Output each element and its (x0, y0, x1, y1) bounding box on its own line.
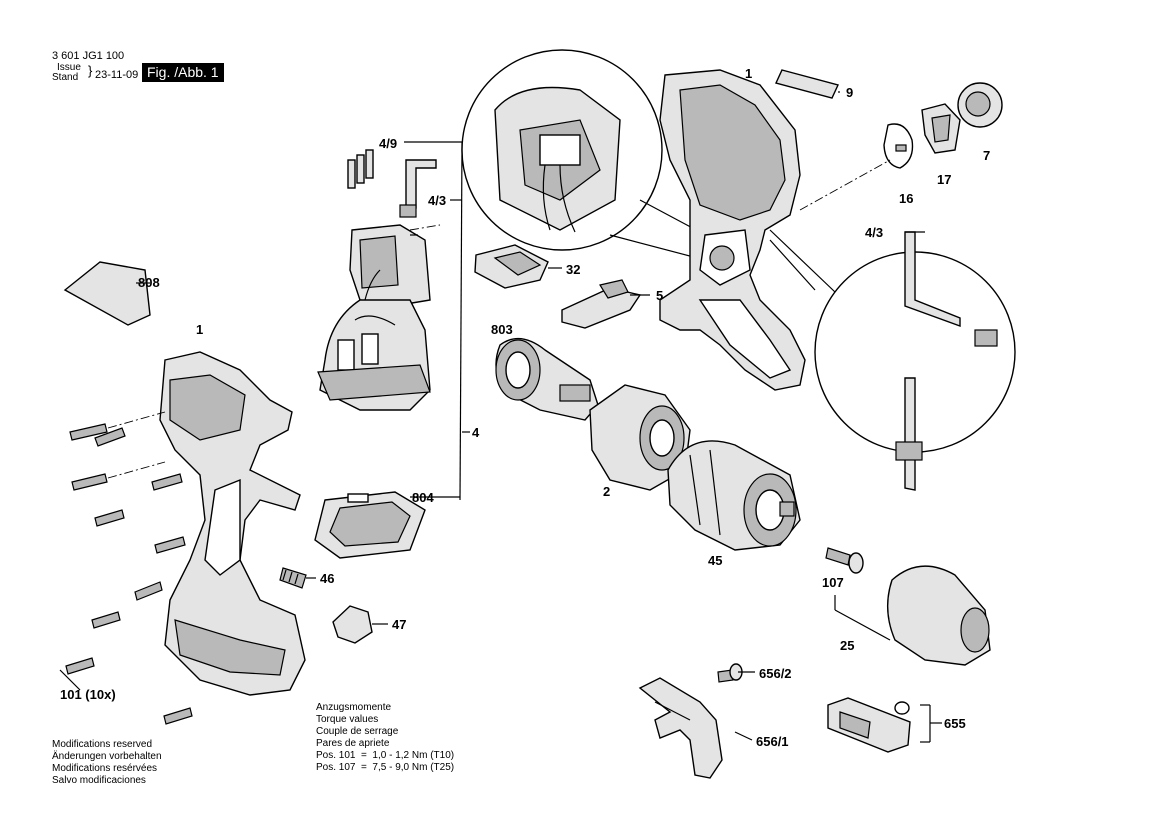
callout-46: 46 (320, 571, 335, 586)
modifications-es: Salvo modificaciones (52, 775, 146, 786)
torque-pos-107: Pos. 107 = 7,5 - 9,0 Nm (T25) (316, 762, 455, 773)
callout-5: 5 (656, 288, 664, 303)
pcb-804 (314, 491, 426, 559)
screw-107 (825, 547, 864, 574)
gearbox-45 (667, 440, 801, 551)
callout-656-2: 656/2 (759, 666, 792, 681)
screws-101 (65, 411, 193, 725)
callout-803: 803 (491, 322, 513, 337)
electronics-module (317, 224, 441, 411)
callout-656-1: 656/1 (756, 734, 789, 749)
callout-32: 32 (566, 262, 581, 277)
callout-4: 4 (472, 425, 480, 440)
switch-32 (474, 244, 549, 289)
callout-1-top: 1 (745, 66, 753, 81)
label-808 (63, 261, 151, 326)
callout-2: 2 (603, 484, 611, 499)
callout-804: 804 (412, 490, 434, 505)
housing-half-top (659, 69, 806, 391)
issue-date: 23-11-09 (95, 69, 139, 81)
torque-pos-101: Pos. 101 = 1,0 - 1,2 Nm (T10) (316, 750, 455, 761)
detail-circle-top (461, 49, 716, 261)
callout-7: 7 (983, 148, 991, 163)
torque-line-en: Torque values (316, 714, 379, 725)
issue-brace: } (88, 63, 93, 78)
part-number: 3 601 JG1 100 (52, 50, 125, 62)
holder-655 (827, 697, 911, 753)
motor-stator-2 (589, 384, 691, 491)
armature-803 (495, 337, 599, 421)
callout-47: 47 (392, 617, 407, 632)
torque-values-block: Anzugsmomente Torque values Couple de se… (316, 702, 454, 774)
label-strip (775, 69, 839, 99)
stand-label: Stand (52, 72, 79, 83)
battery-contacts (347, 149, 437, 218)
callout-107: 107 (822, 575, 844, 590)
callout-4-3-left: 4/3 (428, 193, 447, 208)
callout-655: 655 (944, 716, 966, 731)
cover-parts (799, 82, 1003, 211)
chuck-25 (887, 565, 991, 666)
slide-5 (561, 279, 642, 329)
leader-lines (59, 91, 942, 743)
spring-46 (279, 567, 307, 589)
torque-line-es: Pares de apriete (316, 738, 390, 749)
screw-656-2 (717, 663, 743, 683)
modifications-en: Modifications reserved (52, 739, 153, 750)
torque-line-fr: Couple de serrage (316, 726, 399, 737)
callout-25: 25 (840, 638, 855, 653)
torque-line-de: Anzugsmomente (316, 702, 392, 713)
detail-circle-right (769, 229, 1016, 491)
belt-clip (638, 677, 723, 779)
modifications-notice: Modifications reserved Änderungen vorbeh… (52, 739, 162, 787)
callout-4-3-right: 4/3 (865, 225, 884, 240)
callout-17: 17 (937, 172, 952, 187)
housing-half-left (159, 351, 306, 696)
modifications-de: Änderungen vorbehalten (52, 751, 162, 762)
knob-47 (332, 605, 373, 644)
figure-label: Fig. /Abb. 1 (142, 63, 224, 82)
modifications-fr: Modifications resérvées (52, 763, 158, 774)
callout-1-left: 1 (196, 322, 204, 337)
callout-9: 9 (846, 85, 854, 100)
issue-label: Issue (57, 62, 81, 73)
callout-808: 808 (138, 275, 160, 290)
callout-16: 16 (899, 191, 914, 206)
callout-101: 101 (10x) (60, 687, 116, 702)
callout-45: 45 (708, 553, 723, 568)
callout-4-9: 4/9 (379, 136, 398, 151)
